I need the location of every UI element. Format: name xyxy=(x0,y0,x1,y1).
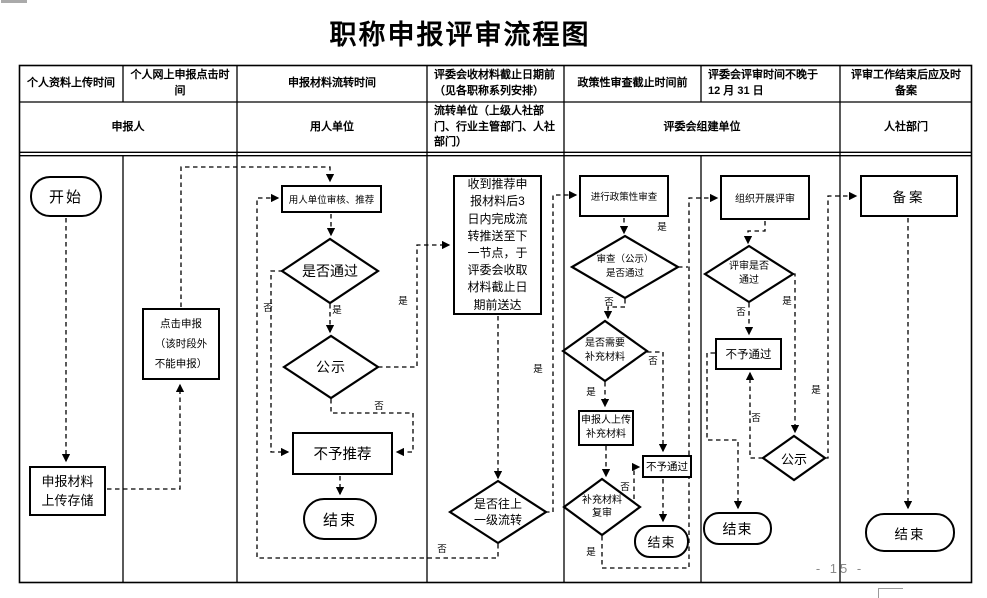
diamond-publicity-employer-label: 公示 xyxy=(316,359,346,375)
lane-committee-unit: 评委会组建单位 xyxy=(663,120,741,133)
edge-label-no: 否 xyxy=(604,297,614,308)
edge-publicity-no xyxy=(330,399,414,457)
diamond-publicity-employer xyxy=(282,334,380,400)
diamond-up-level-q xyxy=(447,479,549,545)
edge-reviewq-yes xyxy=(790,273,800,434)
header-col-record: 评审工作结束后应及时备案 xyxy=(851,69,961,97)
node-end-review: 结束 xyxy=(703,512,772,545)
cropped-line-artifact xyxy=(1,0,27,3)
node-no-recommend: 不予推荐 xyxy=(292,432,393,475)
node-click-apply: 点击申报 （该时段外 不能申报） xyxy=(142,308,220,380)
header-col-policy-deadline: 政策性审查截止时间前 xyxy=(577,76,688,89)
edge-organize-to-reviewq xyxy=(743,221,766,245)
decision-diamonds xyxy=(280,234,827,545)
edge-passq-no xyxy=(270,270,290,457)
edge-publicity-yes-to-transfer xyxy=(378,240,451,368)
header-col-upload-time: 个人资料上传时间 xyxy=(27,76,115,89)
edge-publicity6-no xyxy=(745,371,763,459)
edge-uplevel-no-loop xyxy=(256,193,499,559)
edge-label-yes: 是 xyxy=(811,385,821,396)
edge-label-no: 否 xyxy=(648,356,658,367)
header-col-review-deadline: 评委会评审时间不晚于 12 月 31 日 xyxy=(708,69,818,97)
diamond-pass-q xyxy=(280,237,380,305)
edge-label-yes: 是 xyxy=(586,387,596,398)
edge-uplevel-yes-to-policy xyxy=(545,190,578,513)
node-employer-review: 用人单位审核、推荐 xyxy=(281,185,382,213)
diamond-publicity-review xyxy=(761,434,827,482)
edge-pass-line xyxy=(601,193,719,569)
node-end-policy: 结束 xyxy=(634,525,689,558)
diamond-need-supplement-q-label: 是否需要 补充材料 xyxy=(585,338,625,363)
header-col-click-time: 个人网上申报点击时间 xyxy=(130,69,230,97)
header-col-material-deadline: 评委会收材料截止日期前（见各职称系列安排） xyxy=(434,69,555,97)
node-not-pass-review: 不予通过 xyxy=(715,338,782,370)
edge-label-no: 否 xyxy=(736,307,746,318)
edge-label-yes: 是 xyxy=(332,305,342,316)
diamond-policy-pass-q-label: 审查（公示） 是否通过 xyxy=(596,254,654,279)
node-upload-supplement: 申报人上传 补充材料 xyxy=(578,410,634,446)
node-not-pass-policy: 不予通过 xyxy=(642,455,692,478)
edge-label-no: 否 xyxy=(374,401,384,412)
edge-label-yes: 是 xyxy=(586,547,596,558)
diamond-review-pass-q-label: 评审是否 通过 xyxy=(729,261,769,286)
node-record: 备案 xyxy=(860,175,958,217)
diamond-pass-q-label: 是否通过 xyxy=(302,263,358,279)
diamond-policy-pass-q xyxy=(569,234,681,300)
diamond-publicity-review-label: 公示 xyxy=(780,451,807,467)
node-transfer-note: 收到推荐申 报材料后3 日内完成流 转推送至下 一节点，于 评委会收取 材料截止… xyxy=(453,175,542,315)
diamond-supplement-recheck-q xyxy=(562,477,642,537)
edge-supplementq-no xyxy=(647,351,668,453)
diamond-up-level-q-label: 是否往上 一级流转 xyxy=(473,497,522,527)
node-start: 开始 xyxy=(30,176,102,217)
edge-notpass6-to-end xyxy=(706,352,743,510)
diamond-review-pass-q xyxy=(702,244,796,304)
lane-hr-dept: 人社部门 xyxy=(884,120,928,133)
node-policy-review: 进行政策性审查 xyxy=(579,175,669,217)
edge-label-yes: 是 xyxy=(657,222,667,233)
edge-label-no: 否 xyxy=(263,303,273,314)
edge-upload-to-click xyxy=(107,383,185,490)
diamond-supplement-recheck-q-label: 补充材料 复审 xyxy=(582,494,622,520)
edge-policypassq-no xyxy=(603,299,626,320)
edge-label-no: 否 xyxy=(751,413,761,424)
lane-employer: 用人单位 xyxy=(310,120,354,133)
lane-applicant: 申报人 xyxy=(111,120,145,133)
header-col-transfer-time: 申报材料流转时间 xyxy=(288,76,376,89)
page-number: - 15 - xyxy=(815,561,865,576)
node-end-record: 结束 xyxy=(865,513,955,552)
node-organize-review: 组织开展评审 xyxy=(720,175,810,220)
lane-transfer-unit: 流转单位（上级人社部门、行业主管部门、人社部门） xyxy=(434,105,555,149)
node-end-employer: 结束 xyxy=(303,498,377,540)
edge-label-yes: 是 xyxy=(782,296,792,307)
edge-label-no: 否 xyxy=(437,544,447,555)
node-upload-store: 申报材料 上传存储 xyxy=(29,466,106,516)
edge-label-no: 否 xyxy=(620,482,630,493)
edge-recheck-no xyxy=(631,462,641,499)
edge-label-yes: 是 xyxy=(533,364,543,375)
diamond-need-supplement-q xyxy=(561,319,649,383)
page-title: 职称申报评审流程图 xyxy=(329,20,591,50)
edge-label-yes: 是 xyxy=(398,296,408,307)
cropped-box-artifact xyxy=(878,588,903,598)
edge-click-to-employer-review xyxy=(180,166,335,307)
table-grid xyxy=(18,64,973,584)
